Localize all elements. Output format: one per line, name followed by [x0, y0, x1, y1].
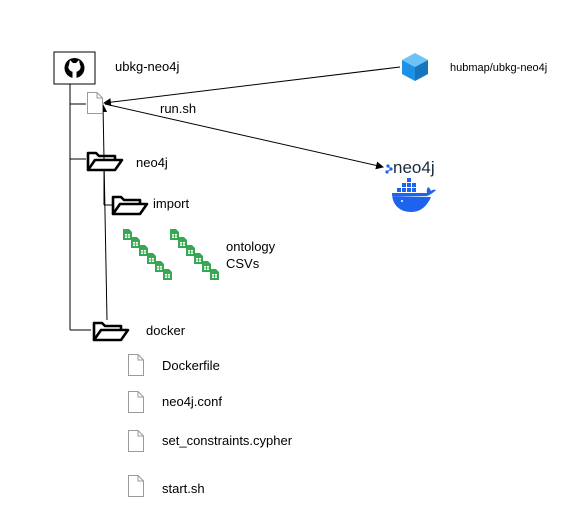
neo4j-logo-text: neo4j: [393, 158, 435, 177]
set-constraints-file-icon: [128, 430, 144, 452]
start-sh-label: start.sh: [162, 481, 205, 496]
set-constraints-label: set_constraints.cypher: [162, 433, 293, 448]
docker-folder-label: docker: [146, 323, 186, 338]
start-sh-file-icon: [128, 475, 144, 497]
tree-connectors: [69, 84, 112, 331]
arrow-docker-to-run: [99, 104, 108, 321]
run-sh-label: run.sh: [160, 101, 197, 116]
docker-hub-cube-icon: [402, 53, 428, 81]
dockerfile-label: Dockerfile: [162, 358, 220, 373]
run-sh-file-icon: [87, 92, 103, 114]
docker-hub-image-label: hubmap/ubkg-neo4j: [450, 62, 548, 74]
neo4j-conf-file-icon: [128, 391, 144, 413]
neo4j-conf-label: neo4j.conf: [162, 394, 222, 409]
csv-stack-right: [169, 228, 220, 281]
repo-name-label: ubkg-neo4j: [115, 59, 180, 74]
arrow-hub-to-run: [103, 66, 401, 107]
neo4j-logo-dots: [385, 164, 393, 174]
neo4j-folder-icon: [86, 151, 124, 172]
arrow-run-to-neo4j: [104, 103, 384, 170]
csv-stack-left: [122, 228, 173, 281]
import-folder-label: import: [153, 196, 190, 211]
arrows: [99, 66, 401, 321]
dockerfile-file-icon: [128, 354, 144, 376]
docker-folder-icon: [92, 321, 130, 342]
csv-label-line2: CSVs: [226, 256, 260, 271]
csv-label-line1: ontology: [226, 239, 276, 254]
docker-whale-icon: [392, 178, 436, 212]
import-folder-icon: [111, 195, 149, 216]
github-icon: [53, 51, 96, 85]
neo4j-folder-label: neo4j: [136, 155, 168, 170]
